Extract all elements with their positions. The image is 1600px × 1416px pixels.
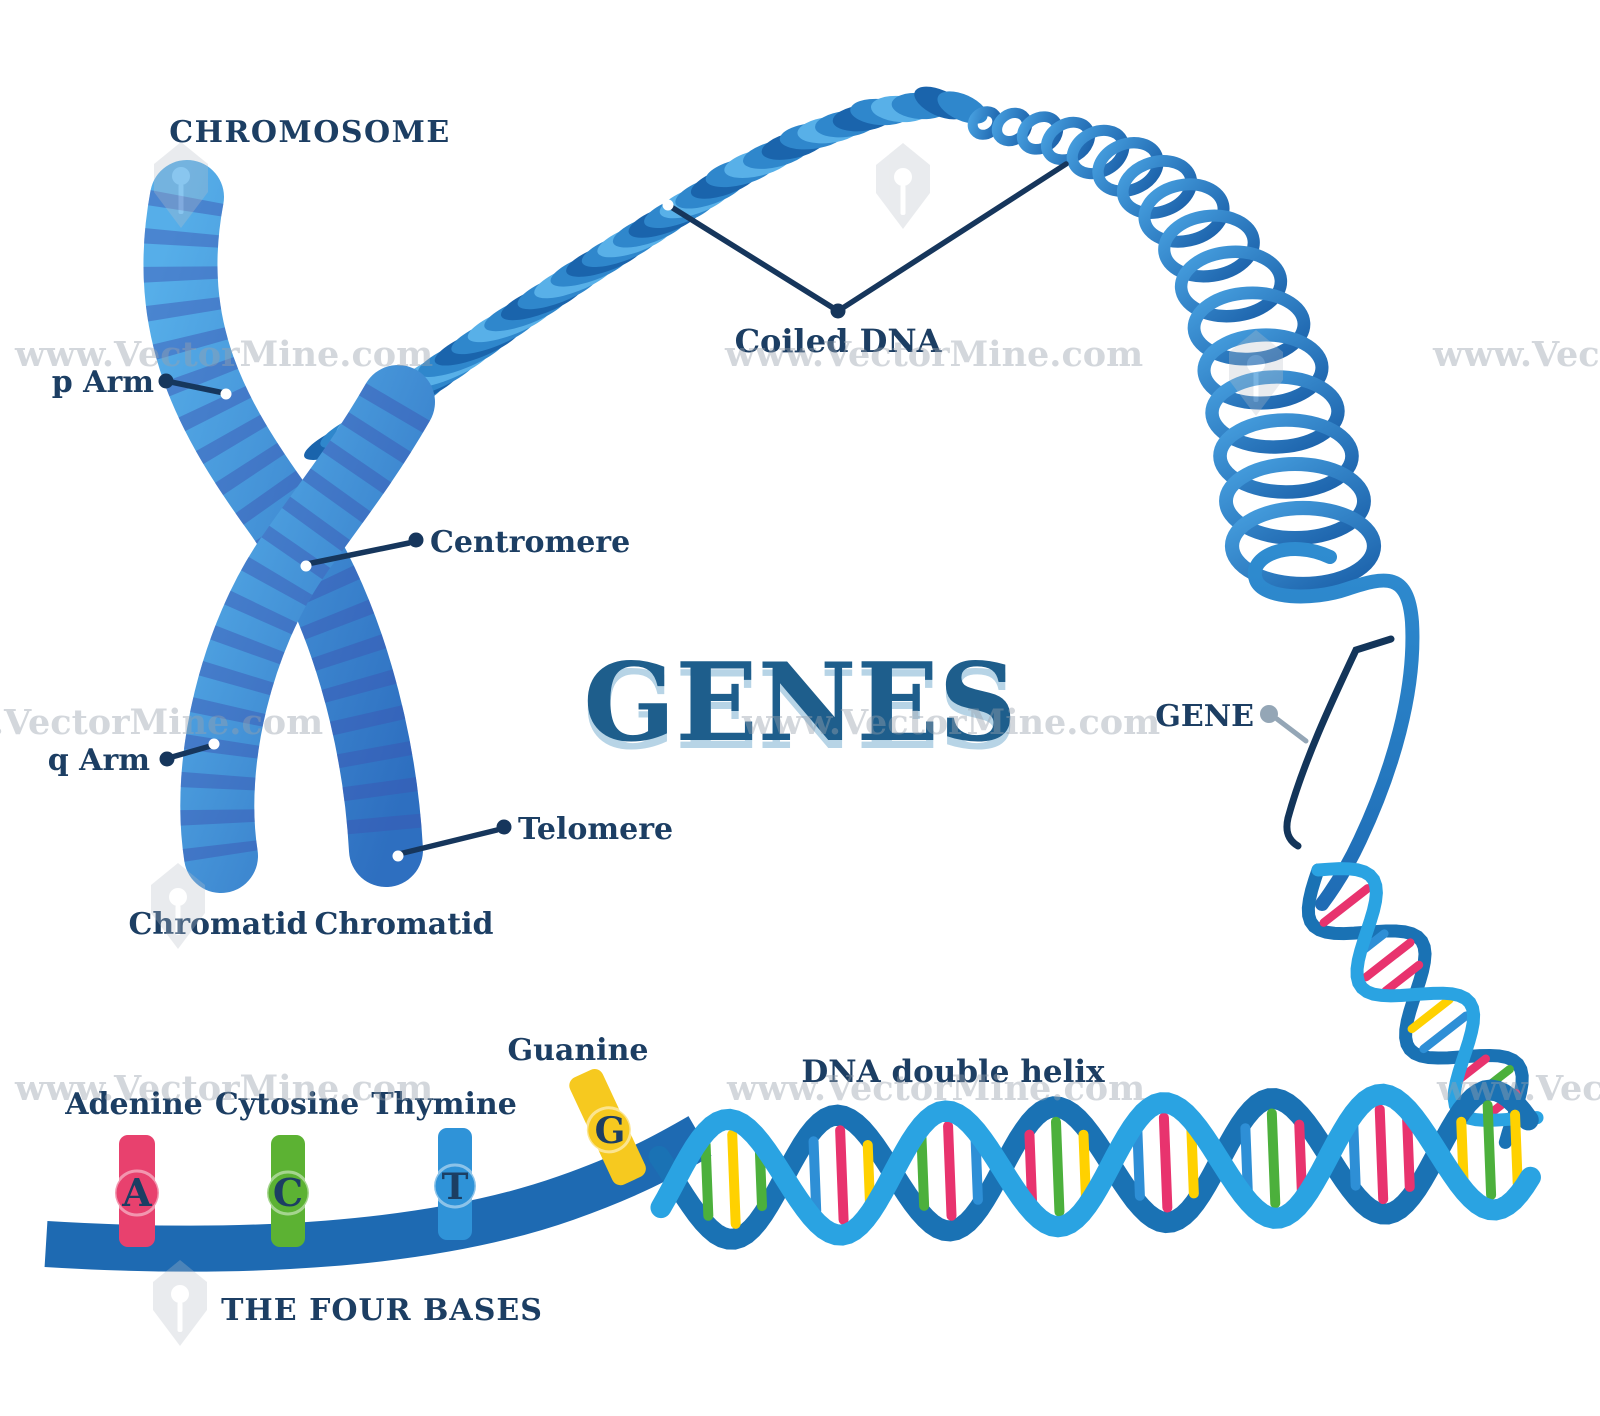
centromere-label: Centromere [430, 525, 630, 560]
pen-nib-watermark-icon [1229, 330, 1283, 416]
page-title: GENES [583, 640, 1017, 766]
pen-nib-watermark-icon [151, 863, 205, 949]
guanine-circle [585, 1106, 633, 1154]
p-arm-label: p Arm [52, 365, 155, 400]
telomere-label: Telomere [518, 812, 673, 847]
watermark-layer: www.VectorMine.com www.VectorMine.com www.… [0, 142, 1600, 1346]
base-thymine: T [432, 1128, 478, 1240]
thymine-letter: T [442, 1166, 469, 1208]
thymine-circle [432, 1163, 478, 1209]
dna-double-helix-label: DNA double helix [801, 1054, 1105, 1090]
base-guanine: G [569, 1068, 646, 1186]
gene-leader-line [1274, 716, 1309, 744]
chromatid-right-shape [180, 365, 435, 893]
watermark-text: www.VectorMine.com [724, 334, 1143, 375]
adenine-circle [113, 1169, 161, 1217]
gene-leader-dot [1260, 705, 1278, 723]
dna-double-helix [648, 1079, 1541, 1250]
four-bases-heading: THE FOUR BASES [221, 1293, 543, 1328]
pen-nib-watermark-icon [153, 1260, 207, 1346]
chromatid-left-bands [143, 190, 423, 853]
chromatid-left-label: Chromatid [129, 907, 308, 942]
gene-bracket [1283, 635, 1395, 850]
coiled-dna-label: Coiled DNA [735, 322, 943, 360]
chromosome-figure [143, 160, 435, 893]
dna-strand [1247, 542, 1420, 911]
chromatid-right-bands [180, 383, 431, 862]
watermark-text: www.VectorMine.com [1436, 1068, 1600, 1109]
gene-label: GENE [1155, 699, 1254, 734]
guanine-label: Guanine [508, 1033, 649, 1068]
backbone-ribbon [44, 1116, 712, 1272]
label-leader-lines [158, 161, 1069, 862]
adenine-letter: A [121, 1170, 152, 1215]
watermark-text: www.VectorMine.com [1432, 334, 1600, 375]
watermark-text: www.VectorMine.com [14, 1068, 433, 1109]
watermark-text: www.VectorMine.com [14, 334, 433, 375]
cytosine-letter: C [273, 1170, 303, 1215]
pen-nib-watermark-icon [154, 142, 208, 228]
watermark-text: www.VectorMine.com [0, 702, 323, 743]
dna-spring-coil [967, 106, 1382, 592]
chromatid-right-label: Chromatid [315, 907, 494, 942]
page-title-shadow: GENES [583, 648, 1017, 774]
watermark-text: www.VectorMine.com [726, 1068, 1145, 1109]
base-adenine: A [113, 1135, 161, 1247]
base-cytosine: C [265, 1135, 311, 1247]
cytosine-label: Cytosine [215, 1087, 359, 1122]
adenine-label: Adenine [64, 1087, 202, 1122]
thymine-label: Thymine [371, 1087, 517, 1122]
cytosine-circle [265, 1170, 311, 1216]
pen-nib-watermark-icon [876, 143, 930, 229]
chromosome-title: CHROMOSOME [169, 115, 451, 150]
watermark-text: www.VectorMine.com [741, 702, 1160, 743]
guanine-letter: G [595, 1110, 626, 1152]
q-arm-label: q Arm [48, 743, 151, 778]
